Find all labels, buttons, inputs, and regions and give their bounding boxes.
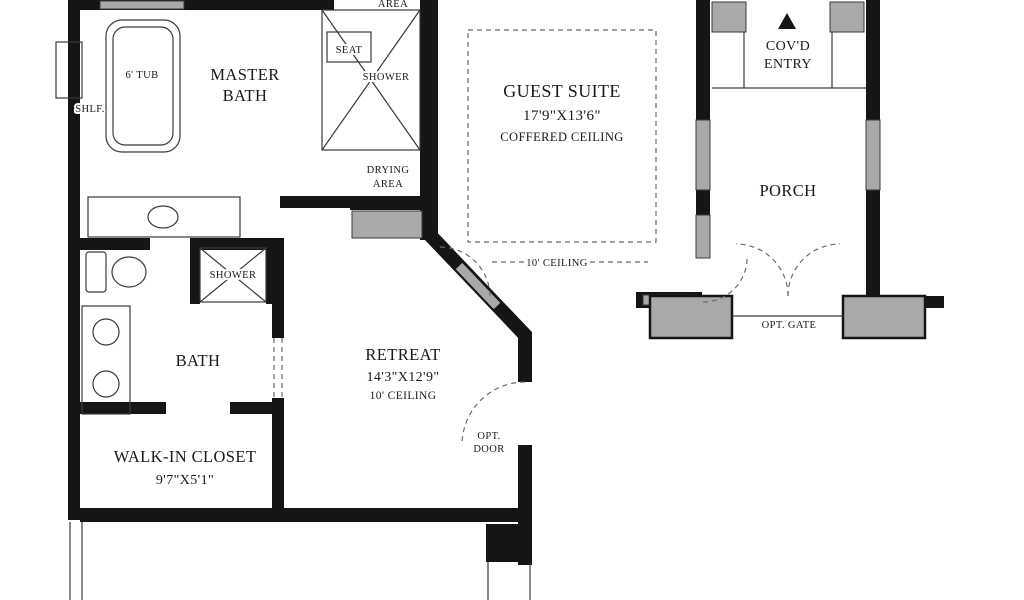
label-hall-ceiling: 10' CEILING <box>526 258 587 269</box>
bath-sink-1 <box>92 318 120 346</box>
bath-sink-2 <box>92 370 120 398</box>
window-porch-left-lower <box>695 214 711 259</box>
wall-bath-south-right <box>230 402 272 414</box>
wall-bottom <box>80 508 532 522</box>
bath-vanity <box>81 305 131 415</box>
wall-shower-stall-left <box>190 238 200 304</box>
label-shelf: SHLF. <box>75 104 104 115</box>
wall-linen-top <box>350 196 424 210</box>
label-guest-dims: 17'9"X13'6" <box>523 108 601 124</box>
label-bath: BATH <box>176 351 221 370</box>
label-closet: WALK-IN CLOSET <box>114 447 257 466</box>
porch-pier-left <box>648 294 734 340</box>
hall-door-swing-arc <box>439 246 491 298</box>
wall-top-master <box>68 0 334 10</box>
label-porch: PORCH <box>759 181 816 200</box>
window-above-tub <box>99 0 185 10</box>
bathtub-outer <box>105 19 181 153</box>
label-drying-line2: AREA <box>373 179 403 190</box>
wall-shower-stall-top <box>190 238 276 250</box>
label-guest-ceiling: COFFERED CEILING <box>500 130 623 144</box>
wall-retreat-right-upper <box>518 332 532 382</box>
porch-pier-right <box>841 294 927 340</box>
entry-pier-right <box>829 1 865 33</box>
shelf-niche <box>55 41 83 99</box>
opt-door-swing-arc <box>461 381 526 446</box>
label-seat: SEAT <box>336 45 363 56</box>
label-retreat-ceiling: 10' CEILING <box>370 390 437 402</box>
label-bath-shower: SHOWER <box>210 270 257 281</box>
shower-seat <box>326 31 372 63</box>
gate-swing-arc-left <box>735 243 789 297</box>
wall-masterbath-south <box>280 196 352 208</box>
labels: AREA SHLF. 6' TUB MASTER BATH SEAT SHOWE… <box>73 0 818 488</box>
master-shower-x2 <box>321 9 421 151</box>
label-area-cut: AREA <box>378 0 408 10</box>
wall-stub-bottom <box>486 524 532 562</box>
window-segments <box>99 0 927 340</box>
master-sink <box>147 205 179 229</box>
window-porch-right <box>865 119 881 191</box>
bath-shower-enclosure <box>199 247 267 303</box>
label-closet-dims: 9'7"X5'1" <box>156 473 214 488</box>
exterior-wall-left <box>68 0 80 520</box>
label-covd-line2: ENTRY <box>764 57 812 72</box>
toilet-tank <box>85 251 107 293</box>
wall-porch-left-a <box>696 0 710 120</box>
label-covd-line1: COV'D <box>766 39 810 54</box>
wall-porch-right-a <box>866 0 880 120</box>
wall-porch-left-b <box>696 190 710 215</box>
entry-pier-left <box>711 1 747 33</box>
wall-shower-stall-right <box>266 238 276 304</box>
label-master-shower: SHOWER <box>363 72 410 83</box>
bathtub-inner <box>112 26 174 146</box>
label-master-line2: BATH <box>223 86 268 105</box>
wall-mid-left <box>80 238 150 250</box>
label-opt-door-line1: OPT. <box>477 431 500 442</box>
fixtures <box>55 9 866 600</box>
label-guest-suite: GUEST SUITE <box>503 81 621 101</box>
entry-triangle-marker <box>778 13 796 29</box>
bath-shower-x2 <box>199 247 267 303</box>
wall-porch-right-b <box>866 190 880 308</box>
label-retreat: RETREAT <box>365 345 440 364</box>
coffered-ceiling-outline <box>467 29 657 243</box>
toilet-bowl <box>111 256 147 288</box>
label-opt-door-line2: DOOR <box>473 444 504 455</box>
label-retreat-dims: 14'3"X12'9" <box>367 370 440 385</box>
linen-cabinet <box>351 210 423 239</box>
label-drying-line1: DRYING <box>367 165 410 176</box>
label-master-line1: MASTER <box>210 65 279 84</box>
dashed-features <box>273 29 841 446</box>
label-tub: 6' TUB <box>126 70 159 81</box>
wall-bath-south-left <box>80 402 166 414</box>
master-shower-enclosure <box>321 9 421 151</box>
window-porch-left-upper <box>695 119 711 191</box>
window-diagonal-wall <box>455 262 501 310</box>
gate-swing-arc-right <box>787 243 841 297</box>
wall-guest-left <box>420 0 438 240</box>
master-vanity <box>87 196 241 238</box>
wall-retreat-left-lower <box>272 398 284 520</box>
wall-retreat-left-upper <box>272 238 284 338</box>
label-opt-gate: OPT. GATE <box>762 320 817 331</box>
